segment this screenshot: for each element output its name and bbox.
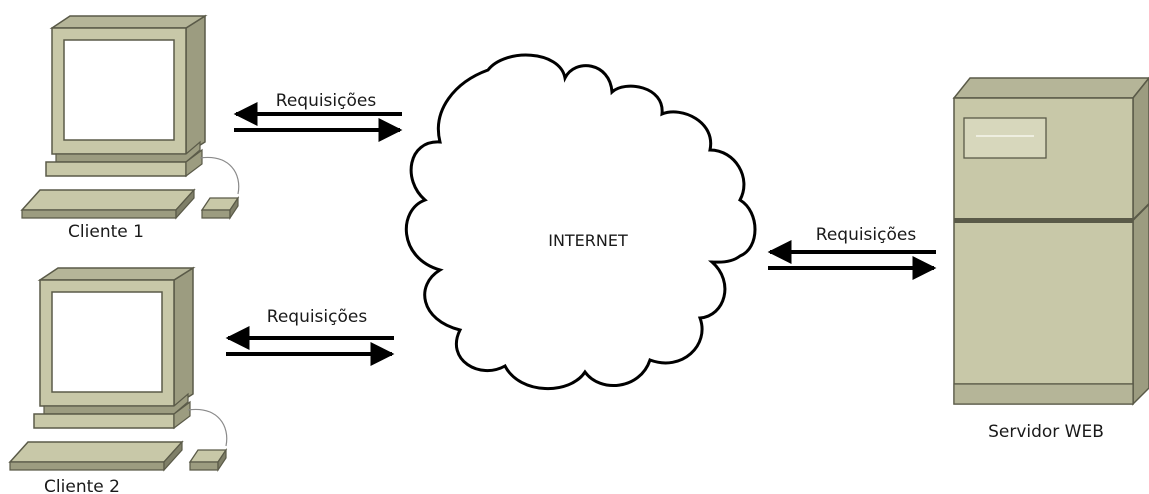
web-server-icon [952,76,1149,406]
server-label: Servidor WEB [988,422,1104,442]
internet-label: INTERNET [548,231,628,250]
internet-cloud: INTERNET [404,53,757,391]
client-2-computer-icon [9,267,228,471]
client-1-connection: Requisições [233,91,403,142]
client-1-label: Cliente 1 [68,222,144,242]
client-1-computer-icon [21,15,240,219]
client-2-requests-label: Requisições [267,307,368,327]
server-connection: Requisições [767,225,937,280]
client-2-connection: Requisições [225,307,395,366]
client-1-requests-label: Requisições [276,91,377,111]
client-2-label: Cliente 2 [44,477,120,494]
server-requests-label: Requisições [816,225,917,245]
